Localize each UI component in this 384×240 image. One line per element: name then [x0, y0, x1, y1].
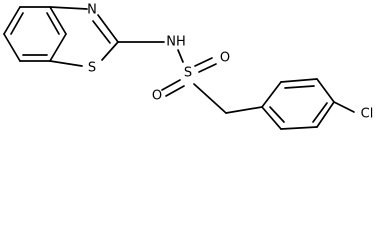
bond [280, 78, 318, 83]
bond [316, 78, 335, 103]
bond [161, 79, 181, 91]
bond [49, 6, 88, 10]
atom-label-o-right: O [220, 51, 230, 66]
atom-label-s-sulfonyl: S [184, 66, 192, 81]
bond [49, 33, 67, 62]
atom-label-o-left: O [152, 89, 162, 104]
bond [165, 85, 185, 97]
thiazole-ring [49, 6, 119, 67]
bond [49, 6, 67, 35]
bond [97, 14, 119, 43]
bond [261, 106, 282, 130]
bond [316, 101, 335, 128]
bond [177, 49, 184, 63]
bond [101, 41, 119, 61]
bond [333, 101, 355, 113]
bond [261, 81, 282, 108]
double-bond-inner [10, 12, 24, 35]
benzo-ring [3, 6, 67, 62]
atom-label-cl: Cl [361, 107, 374, 122]
atom-label-s-thiazole: S [88, 61, 96, 76]
bond [280, 126, 318, 130]
bond [3, 33, 21, 62]
bond [49, 60, 83, 67]
atom-label-nh: NH [166, 35, 186, 50]
bond [225, 106, 263, 114]
double-bond-inner [92, 20, 111, 44]
bond [198, 63, 217, 73]
double-bond-inner [46, 12, 60, 35]
chlorophenyl-ring [261, 78, 355, 130]
bond [3, 6, 21, 35]
molecule-structure: N S NH S O O Cl [3, 3, 373, 130]
bond [193, 83, 227, 114]
bond [194, 57, 213, 67]
double-bond-inner [284, 85, 315, 89]
atom-labels: N S NH S O O Cl [87, 3, 373, 122]
double-bond-inner [312, 102, 328, 123]
double-bond-inner [269, 106, 285, 123]
sulfonamide-linker [117, 41, 263, 114]
atom-label-n-thiazole: N [87, 3, 97, 18]
